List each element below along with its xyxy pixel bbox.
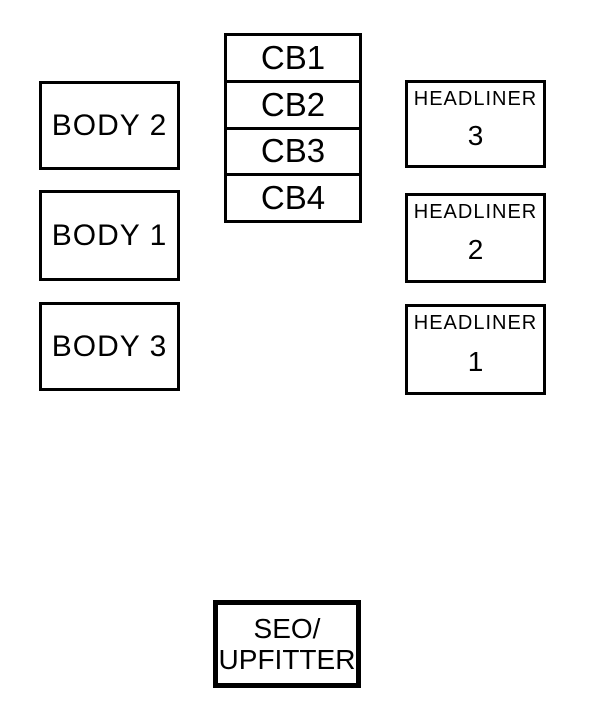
circuit-breaker-cb3: CB3 (227, 130, 359, 177)
fuse-box-body-3-label: BODY 3 (51, 329, 168, 363)
fuse-box-body-2: BODY 2 (39, 81, 180, 170)
fuse-box-headliner-2: HEADLINER 2 (405, 193, 546, 283)
fuse-box-body-2-label: BODY 2 (51, 108, 168, 142)
fuse-box-headliner-2-number: 2 (467, 234, 484, 265)
fuse-box-headliner-1-title: HEADLINER (413, 312, 538, 334)
fuse-box-headliner-1-number: 1 (467, 345, 484, 377)
fuse-box-seo-upfitter: SEO/ UPFITTER (213, 600, 361, 688)
circuit-breaker-cb1: CB1 (227, 36, 359, 83)
circuit-breaker-cb4-label: CB4 (260, 179, 326, 217)
fuse-box-body-3: BODY 3 (39, 302, 180, 391)
circuit-breaker-stack: CB1 CB2 CB3 CB4 (224, 33, 362, 223)
fuse-box-seo-upfitter-line2: UPFITTER (218, 644, 356, 675)
circuit-breaker-cb1-label: CB1 (260, 38, 326, 76)
circuit-breaker-cb4: CB4 (227, 176, 359, 220)
fuse-box-headliner-2-title: HEADLINER (413, 201, 538, 223)
fuse-box-headliner-3-title: HEADLINER (413, 88, 538, 110)
circuit-breaker-cb2: CB2 (227, 83, 359, 130)
circuit-breaker-cb3-label: CB3 (260, 132, 326, 170)
fuse-box-seo-upfitter-line1: SEO/ (253, 612, 321, 644)
fuse-box-body-1-label: BODY 1 (51, 218, 168, 252)
fuse-box-headliner-3: HEADLINER 3 (405, 80, 546, 168)
fuse-box-body-1: BODY 1 (39, 190, 180, 281)
circuit-breaker-cb2-label: CB2 (260, 85, 326, 123)
fuse-box-headliner-3-number: 3 (467, 120, 484, 151)
fuse-box-headliner-1: HEADLINER 1 (405, 304, 546, 395)
